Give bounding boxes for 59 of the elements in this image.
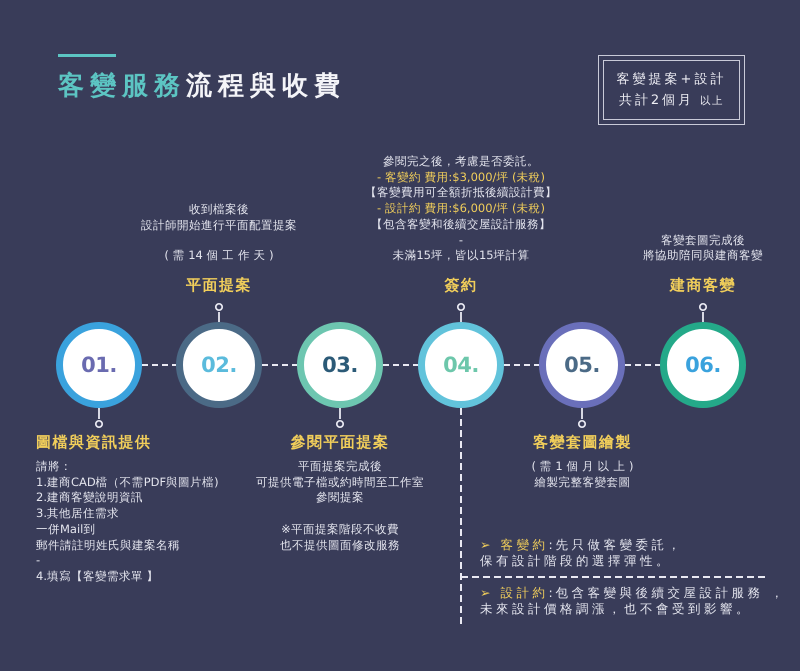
note-text: ➢ 設計約:包含客變與後續交屋設計服務 ， [480,585,787,601]
pin-line [94,408,104,428]
step-description: ※平面提案階段不收費 [281,522,399,538]
step-description: 將協助陪同與建商客變 [643,248,763,264]
info-text: 客變提案+設計 [616,70,726,88]
step-number: 06. [685,353,721,377]
step-description: 1.建商CAD檔（不需PDF與圖片檔) [36,474,219,490]
step-description: 一併Mail到 [36,522,96,538]
step-description: - [458,232,464,248]
step-number: 01. [81,353,117,377]
dashed-connector [142,364,176,366]
step-description: 未滿15坪，皆以15坪計算 [392,248,530,264]
step-description: 郵件請註明姓氏與建案名稱 [36,538,180,554]
step-number: 03. [322,353,358,377]
note-text: ➢ 客變約:先只做客變委託， [480,537,684,553]
step-heading: 建商客變 [670,275,736,295]
step-description: 2.建商客變說明資訊 [36,490,143,506]
step-heading: 平面提案 [186,275,252,295]
info-box [598,55,745,125]
dashed-connector [625,364,660,366]
pin-line [578,408,586,428]
step-number: 04. [443,353,479,377]
step-heading: 參閱平面提案 [290,432,390,452]
note-text: 未來設計價格調漲，也不會受到影響。 [480,601,752,617]
step-number: 05. [564,353,600,377]
step-description: 平面提案完成後 [298,459,382,475]
step-description: 參閱完之後，考慮是否委託。 [383,154,539,170]
dashed-connector [262,364,297,366]
step-description: 【包含客變和後續交屋設計服務】 [371,216,551,233]
note-text: 保有設計階段的選擇彈性。 [480,553,672,569]
step-heading: 客變套圖繪製 [533,432,632,452]
step-description: 也不提供圖面修改服務 [280,538,400,554]
step-description: - 客變約 費用:$3,000/坪 (未稅) [376,170,546,186]
info-text: 共計2個月 [618,92,694,110]
step-description: 客變套圖完成後 [661,232,745,248]
info-text: 以上 [700,94,724,108]
step-heading: 簽約 [444,275,478,295]
step-description: 參閱提案 [316,490,364,506]
page-title: 客變服務流程與收費 [58,70,346,103]
step-description: ( 需 14 個 工 作 天 ) [164,248,274,264]
step-description: 3.其他居住需求 [36,506,119,522]
pin-line [456,302,466,322]
dashed-connector [504,364,539,366]
pin-line [698,302,708,322]
step-description: 收到檔案後 [189,202,249,218]
step-description: 4.填寫【客變需求單 】 [36,568,159,585]
pin-line [214,302,224,322]
step-number: 02. [201,353,237,377]
dashed-connector [383,364,418,366]
step-description: ( 需 1 個 月 以 上 ) [532,459,634,475]
step-description: - [36,553,40,569]
step-description: 繪製完整客變套圖 [534,474,630,490]
step-description: 【客變費用可全額折抵後續設計費】 [365,185,557,202]
pin-line [336,408,344,428]
step-description: 設計師開始進行平面配置提案 [141,218,297,234]
step-description: 可提供電子檔或約時間至工作室 [256,474,424,490]
step-heading: 圖檔與資訊提供 [36,432,152,452]
step-description: - 設計約 費用:$6,000/坪 (未稅) [376,201,546,217]
step-description: 請將： [36,459,72,475]
